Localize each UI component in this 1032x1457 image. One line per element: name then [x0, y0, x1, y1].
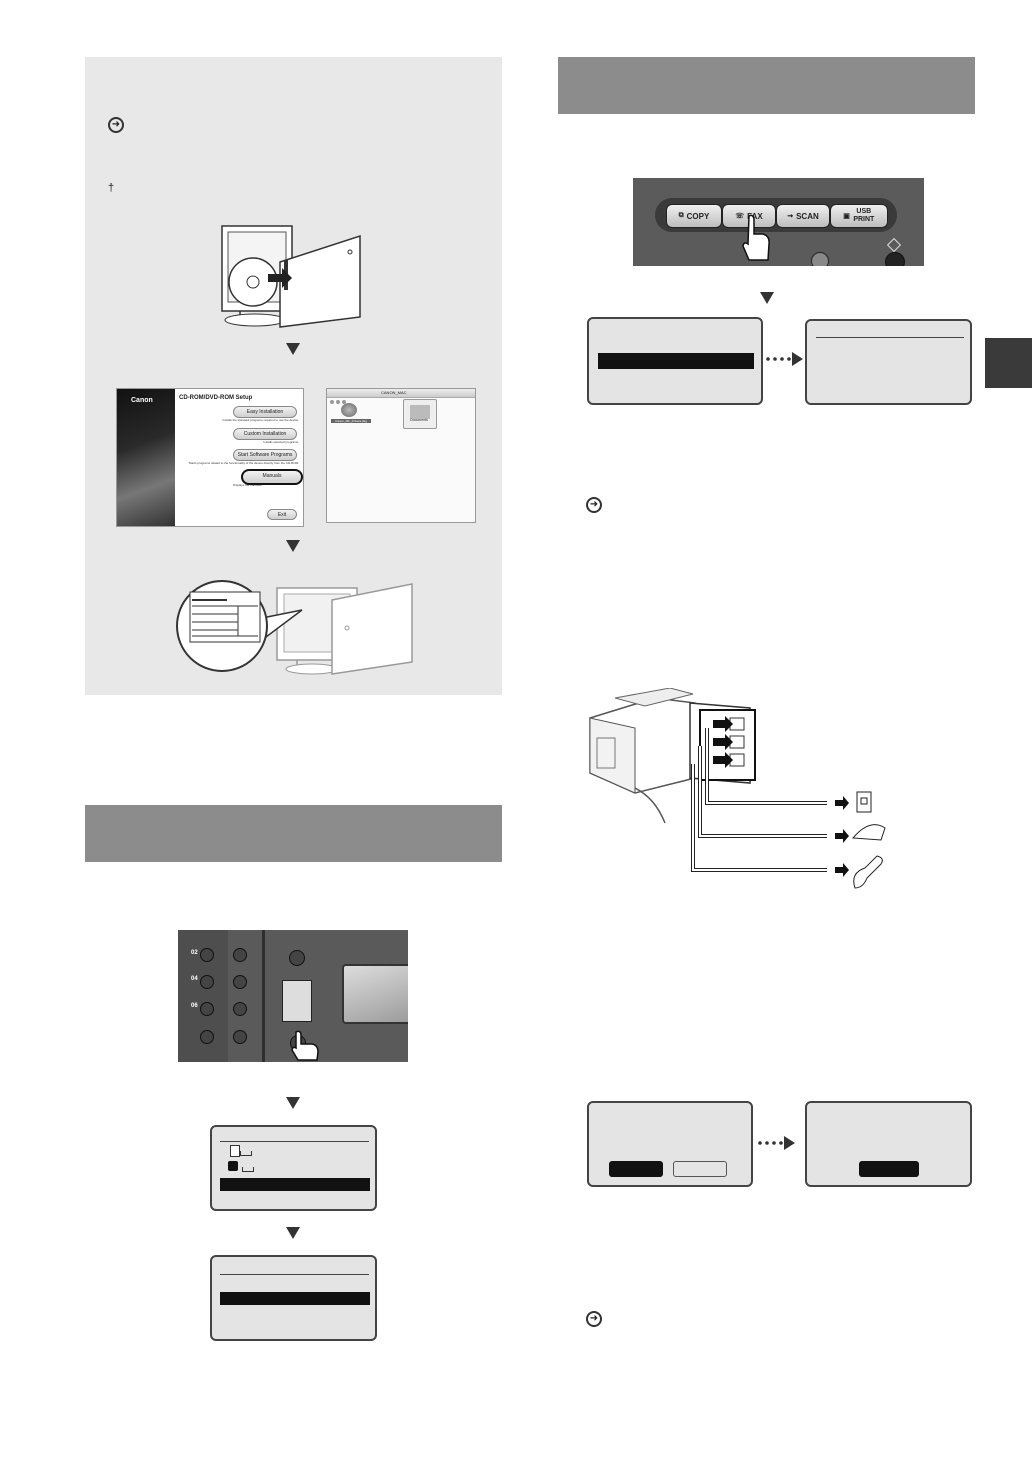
circle-arrow-icon: ➜	[108, 117, 124, 133]
usb-print-button[interactable]: ▣ USB PRINT	[830, 204, 888, 228]
exit-button[interactable]: Exit	[267, 509, 297, 520]
start-software-caption: Starts programs related to the functiona…	[188, 461, 299, 465]
usb-print-icon: ▣	[843, 213, 850, 220]
manuals-caption: Displays the manuals.	[233, 483, 263, 487]
triangle-down-icon	[286, 1227, 300, 1239]
start-key[interactable]	[885, 252, 905, 266]
lcd-button-unselected[interactable]	[673, 1161, 727, 1177]
lcd-button-selected[interactable]	[609, 1161, 663, 1177]
section-header-bar	[558, 57, 975, 114]
custom-installation-caption: Installs selected programs.	[263, 440, 299, 444]
lcd-highlight-row[interactable]	[220, 1292, 370, 1305]
one-touch-key-06[interactable]	[200, 1002, 214, 1016]
copy-label: COPY	[686, 211, 710, 221]
key-label-04: 04	[191, 976, 198, 982]
lcd-screen-fax-result	[805, 319, 972, 405]
custom-installation-button[interactable]: Custom Installation	[233, 428, 297, 440]
hand-pointer-icon	[291, 1030, 319, 1061]
hand-pointer-icon	[742, 214, 770, 261]
circle-arrow-icon: ➜	[586, 497, 602, 513]
mac-finder-window: CANON_MAC Canon_MF_Drivers.pkg Documents	[326, 388, 476, 523]
fax-icon: ☏	[735, 213, 745, 220]
phone-line-connection-illustration	[589, 688, 886, 889]
one-touch-key-02[interactable]	[200, 948, 214, 962]
easy-installation-button[interactable]: Easy Installation	[233, 406, 297, 418]
lcd-screen-fax-settings	[587, 317, 763, 405]
insert-disc-illustration	[221, 225, 361, 328]
triangle-down-icon	[760, 292, 774, 304]
triangle-down-icon	[286, 540, 300, 552]
paper-icon	[230, 1145, 240, 1157]
machine-icon	[282, 980, 312, 1022]
canon-logo: Canon	[131, 397, 153, 404]
folder-icon[interactable]	[403, 399, 437, 429]
function-key-3[interactable]	[233, 1002, 247, 1016]
mac-titlebar	[327, 389, 475, 398]
mac-window-title: CANON_MAC	[381, 390, 407, 395]
section-header-bar	[85, 805, 502, 862]
scan-button[interactable]: ⇝ SCAN	[776, 204, 830, 228]
operation-panel-photo: 02 04 06	[178, 930, 408, 1062]
manual-screen-illustration	[176, 580, 413, 675]
key-label-02: 02	[191, 950, 198, 956]
triangle-down-icon	[286, 343, 300, 355]
dotted-arrow-icon	[757, 1135, 797, 1151]
dotted-arrow-icon	[765, 351, 805, 367]
paper-size-icon	[240, 1151, 252, 1156]
fax-label: FAX	[747, 211, 763, 221]
package-icon[interactable]	[341, 403, 357, 417]
function-key-4[interactable]	[233, 1030, 247, 1044]
start-software-button[interactable]: Start Software Programs	[233, 449, 297, 461]
lcd-button-selected[interactable]	[859, 1161, 919, 1177]
lcd-highlight-row[interactable]	[598, 353, 754, 369]
lcd-screen-confirm	[587, 1101, 753, 1187]
triangle-down-icon	[286, 1097, 300, 1109]
lcd-screen-submenu	[210, 1255, 377, 1341]
function-key-1[interactable]	[233, 948, 247, 962]
manuals-button[interactable]: Manuals	[241, 469, 303, 485]
documents-label[interactable]: Documents	[410, 418, 428, 422]
copy-icon: ⧉	[678, 212, 684, 219]
lcd-highlight-row[interactable]	[220, 1178, 370, 1191]
usb-print-label: USB PRINT	[853, 208, 875, 223]
energy-saver-key[interactable]	[811, 252, 829, 266]
lcd-screen-menu	[210, 1125, 377, 1211]
one-touch-key-04[interactable]	[200, 975, 214, 989]
scan-label: SCAN	[796, 211, 819, 221]
paper-size-icon-2	[242, 1167, 254, 1172]
setup-sidebar-image	[117, 389, 175, 526]
function-key-2[interactable]	[233, 975, 247, 989]
circle-arrow-icon: ➜	[586, 1311, 602, 1327]
panel-display-window	[342, 964, 408, 1024]
scan-icon: ⇝	[787, 213, 794, 220]
chapter-side-tab	[985, 338, 1032, 388]
setup-title: CD-ROM/DVD-ROM Setup	[179, 395, 253, 401]
copy-button[interactable]: ⧉ COPY	[666, 204, 722, 228]
black-square-icon	[228, 1161, 238, 1171]
status-key[interactable]	[289, 950, 305, 966]
lcd-screen-done	[805, 1101, 972, 1187]
setup-window: Canon CD-ROM/DVD-ROM Setup Easy Installa…	[116, 388, 304, 527]
window-controls-icon[interactable]	[330, 391, 350, 404]
package-label[interactable]: Canon_MF_Drivers.pkg	[331, 419, 371, 423]
start-indicator-icon	[886, 237, 902, 253]
easy-installation-caption: Installs the standard programs required …	[222, 418, 299, 422]
r-key[interactable]	[200, 1030, 214, 1044]
mode-buttons-photo: ⧉ COPY ☏ FAX ⇝ SCAN ▣ USB PRINT	[633, 178, 924, 266]
key-label-06: 06	[191, 1003, 198, 1009]
dagger-mark: †	[108, 182, 115, 194]
